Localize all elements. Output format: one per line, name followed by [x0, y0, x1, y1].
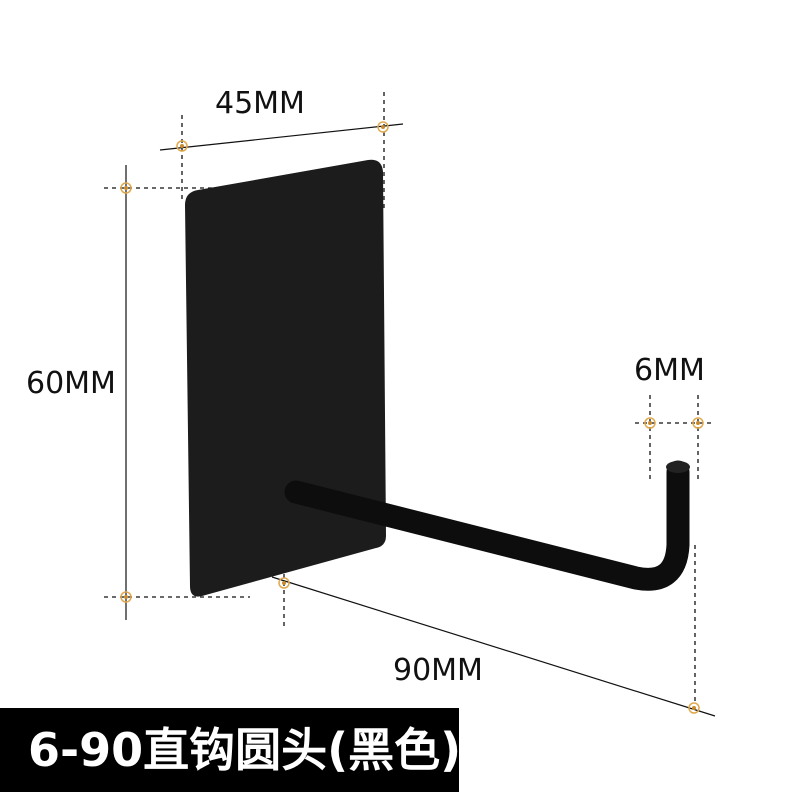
height-label: 60MM	[26, 366, 116, 401]
marker-icon	[120, 591, 132, 603]
caption-text: 6-90直钩圆头(黑色)	[28, 723, 462, 777]
marker-icon	[278, 577, 290, 589]
markers	[120, 121, 704, 714]
caption-band: 6-90直钩圆头(黑色)	[0, 708, 462, 792]
marker-icon	[120, 182, 132, 194]
dimension-lines	[125, 123, 716, 717]
hook-rod	[284, 460, 690, 591]
length-label: 90MM	[393, 653, 483, 688]
marker-icon	[688, 702, 700, 714]
width-label: 45MM	[215, 86, 305, 121]
marker-icon	[692, 417, 704, 429]
mounting-plate	[185, 159, 386, 597]
hook-rod-tip	[666, 461, 690, 473]
diameter-label: 6MM	[634, 353, 705, 388]
marker-icon	[377, 121, 389, 133]
marker-icon	[644, 417, 656, 429]
marker-icon	[176, 140, 188, 152]
